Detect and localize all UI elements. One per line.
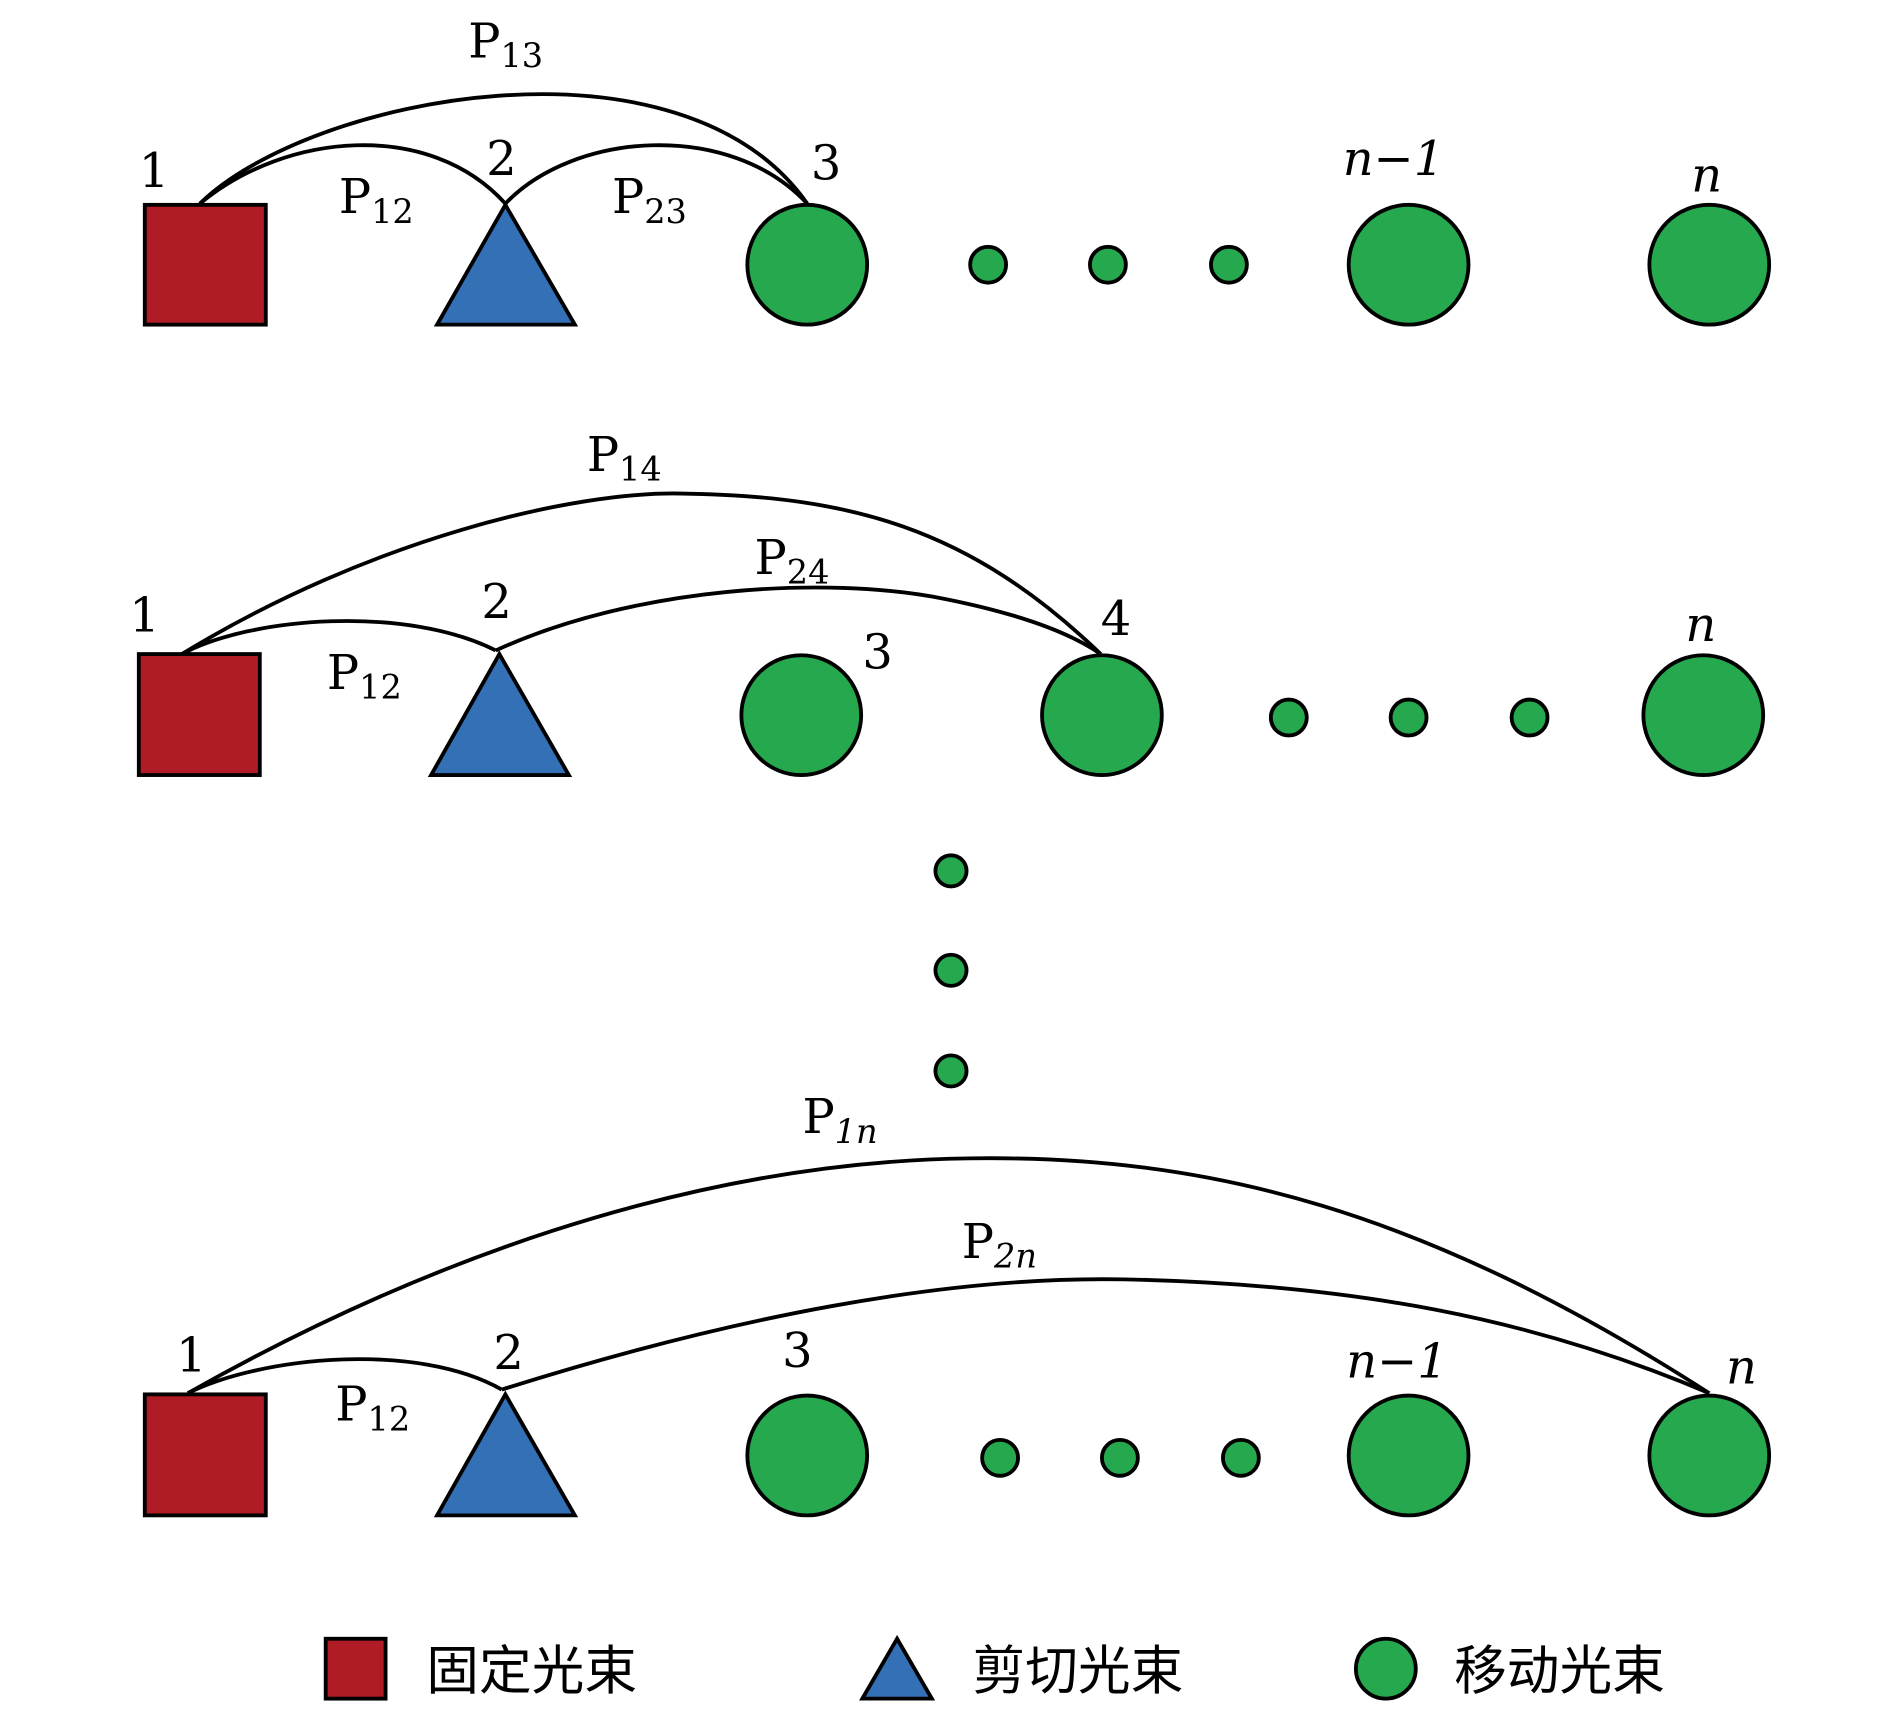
node-label: n — [1691, 149, 1722, 204]
square-icon — [323, 1636, 388, 1701]
node-label: n−1 — [1343, 132, 1444, 187]
edge-label-p1n: P1n — [802, 1090, 877, 1151]
ellipsis-dot — [1088, 244, 1128, 285]
node-label: 2 — [486, 132, 516, 187]
ellipsis-dot — [1509, 697, 1550, 738]
edge-label-p2n: P2n — [962, 1215, 1037, 1276]
node-shear-2 — [433, 1390, 579, 1518]
edge-label-p24: P24 — [755, 531, 830, 592]
edge-p1n — [186, 1156, 1711, 1395]
edge-p2n — [501, 1277, 1711, 1395]
node-moving-3 — [739, 653, 864, 777]
node-label: 3 — [811, 137, 841, 192]
legend-item-fixed-beam: 固定光束 — [323, 1636, 637, 1702]
node-shear-2 — [427, 650, 573, 777]
node-label: 1 — [139, 144, 169, 199]
node-label: 2 — [493, 1326, 523, 1381]
node-label: n−1 — [1346, 1335, 1447, 1390]
row-3: 1 2 3 n−1 n P12 P2n P1n — [142, 1090, 1772, 1518]
node-moving-n-minus-1 — [1346, 1393, 1471, 1518]
node-label: n — [1726, 1341, 1757, 1396]
edge-p12 — [187, 1357, 503, 1395]
edge-p12 — [198, 143, 507, 206]
ellipsis-dot — [1268, 697, 1309, 738]
node-moving-n — [1647, 1393, 1772, 1518]
edge-label-p12: P12 — [335, 1378, 410, 1439]
edge-p14 — [180, 491, 1103, 656]
ellipsis-dot — [980, 1437, 1020, 1478]
edge-p13 — [198, 92, 809, 206]
edge-label-p23: P23 — [612, 170, 687, 231]
ellipsis-dot — [1209, 244, 1249, 285]
node-moving-n-minus-1 — [1346, 202, 1471, 327]
edge-label-p13: P13 — [468, 15, 543, 76]
legend-label: 移动光束 — [1454, 1641, 1665, 1702]
legend-label: 剪切光束 — [973, 1641, 1184, 1702]
node-label: 3 — [782, 1324, 812, 1379]
node-moving-4 — [1040, 653, 1164, 777]
vertical-ellipsis — [933, 853, 969, 1089]
ellipsis-dot — [933, 952, 969, 988]
node-label: 1 — [129, 588, 159, 643]
node-moving-3 — [745, 1393, 870, 1518]
edge-p24 — [494, 585, 1102, 656]
edge-label-p14: P14 — [587, 428, 662, 489]
ellipsis-dot — [1221, 1437, 1261, 1478]
ellipsis-dot — [1100, 1437, 1140, 1478]
edge-label-p12: P12 — [339, 170, 414, 231]
edge-p12 — [181, 619, 497, 656]
node-moving-n — [1641, 653, 1766, 777]
edge-label-p12: P12 — [327, 646, 402, 707]
node-fixed-1 — [142, 1392, 268, 1518]
node-label: 3 — [862, 625, 892, 680]
legend-label: 固定光束 — [426, 1641, 637, 1702]
node-moving-3 — [745, 202, 870, 327]
edge-p23 — [503, 143, 809, 205]
node-label: 2 — [481, 575, 511, 630]
node-label: n — [1685, 598, 1716, 653]
node-label: 4 — [1101, 592, 1131, 647]
node-label: 1 — [176, 1329, 206, 1384]
ellipsis-dot — [933, 1053, 969, 1089]
row-2: 1 2 3 4 n P12 P24 P14 — [129, 428, 1766, 777]
triangle-icon — [859, 1634, 936, 1701]
ellipsis-dot — [933, 853, 969, 889]
legend-item-shear-beam: 剪切光束 — [859, 1634, 1184, 1702]
legend: 固定光束 剪切光束 移动光束 — [323, 1634, 1665, 1702]
circle-icon — [1353, 1636, 1418, 1701]
node-moving-n — [1647, 202, 1772, 327]
node-fixed-1 — [142, 202, 268, 327]
ellipsis-dot — [1388, 697, 1429, 738]
node-shear-2 — [433, 200, 579, 327]
legend-item-moving-beam: 移动光束 — [1353, 1636, 1665, 1702]
ellipsis-dot — [968, 244, 1009, 285]
row-1: 1 2 3 n−1 n P12 P23 P13 — [139, 15, 1772, 327]
node-fixed-1 — [136, 652, 262, 777]
